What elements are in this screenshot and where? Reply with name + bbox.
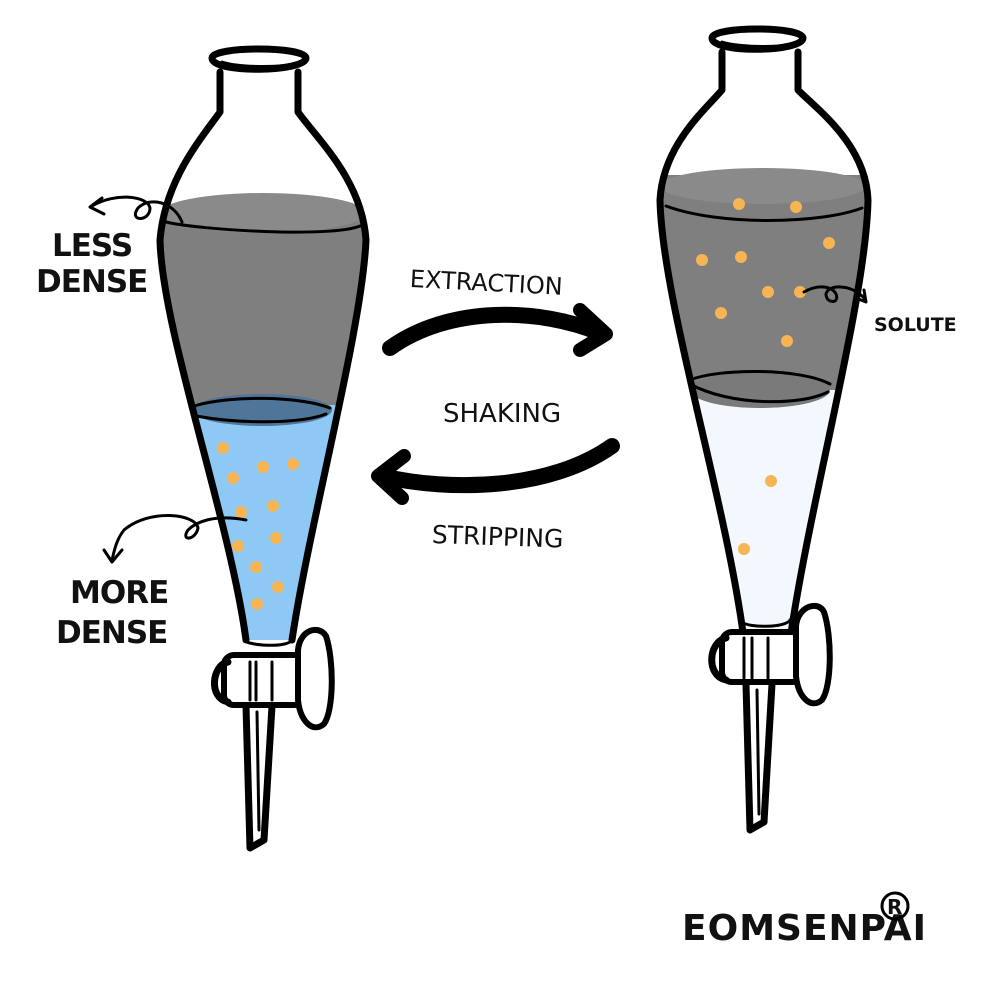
less-dense-label-line2: DENSE <box>36 264 147 300</box>
solute-dot <box>735 251 747 263</box>
signature: EOMSENPAI R <box>682 891 926 949</box>
stripping-arrow <box>371 438 620 505</box>
signature-registered-mark: R <box>887 895 902 919</box>
shaking-label: SHAKING <box>443 399 561 429</box>
solute-dot <box>251 598 263 610</box>
more-dense-label-line1: MORE <box>70 575 168 611</box>
left-stopcock <box>211 626 335 731</box>
left-aqueous-layer <box>160 405 366 640</box>
solute-dot <box>738 543 750 555</box>
solute-dot <box>257 461 269 473</box>
solute-dot <box>227 472 239 484</box>
right-top-surface <box>660 168 866 204</box>
extraction-arrow <box>382 303 613 357</box>
solute-dot <box>794 286 806 298</box>
right-organic-layer <box>660 175 868 390</box>
solute-dot <box>715 307 727 319</box>
less-dense-pointer <box>88 195 184 224</box>
less-dense-label-line1: LESS <box>52 228 132 264</box>
right-solute-dots <box>696 198 835 555</box>
solute-dot <box>287 458 299 470</box>
stripping-label: STRIPPING <box>431 520 563 554</box>
left-funnel <box>156 45 370 852</box>
solute-dot <box>235 506 247 518</box>
right-stopcock <box>708 602 833 707</box>
left-organic-layer <box>160 205 366 405</box>
more-dense-pointer <box>102 514 248 564</box>
solute-dot <box>250 561 262 573</box>
right-funnel <box>656 25 872 834</box>
left-top-surface <box>160 193 366 233</box>
solute-dot <box>790 201 802 213</box>
right-aqueous-layer <box>660 390 868 640</box>
more-dense-label-line2: DENSE <box>56 615 167 651</box>
solute-dot <box>765 475 777 487</box>
solute-dot <box>733 198 745 210</box>
solute-label: SOLUTE <box>874 314 957 336</box>
solute-dot <box>217 442 229 454</box>
solute-dot <box>823 237 835 249</box>
solute-pointer <box>802 285 868 304</box>
left-solute-dots <box>217 442 299 610</box>
solute-dot <box>270 532 282 544</box>
solute-dot <box>762 286 774 298</box>
left-interface <box>192 394 332 426</box>
extraction-label: EXTRACTION <box>409 265 563 301</box>
solute-dot <box>696 254 708 266</box>
solute-dot <box>781 335 793 347</box>
solute-dot <box>272 581 284 593</box>
solute-dot <box>267 500 279 512</box>
solute-dot <box>232 540 244 552</box>
